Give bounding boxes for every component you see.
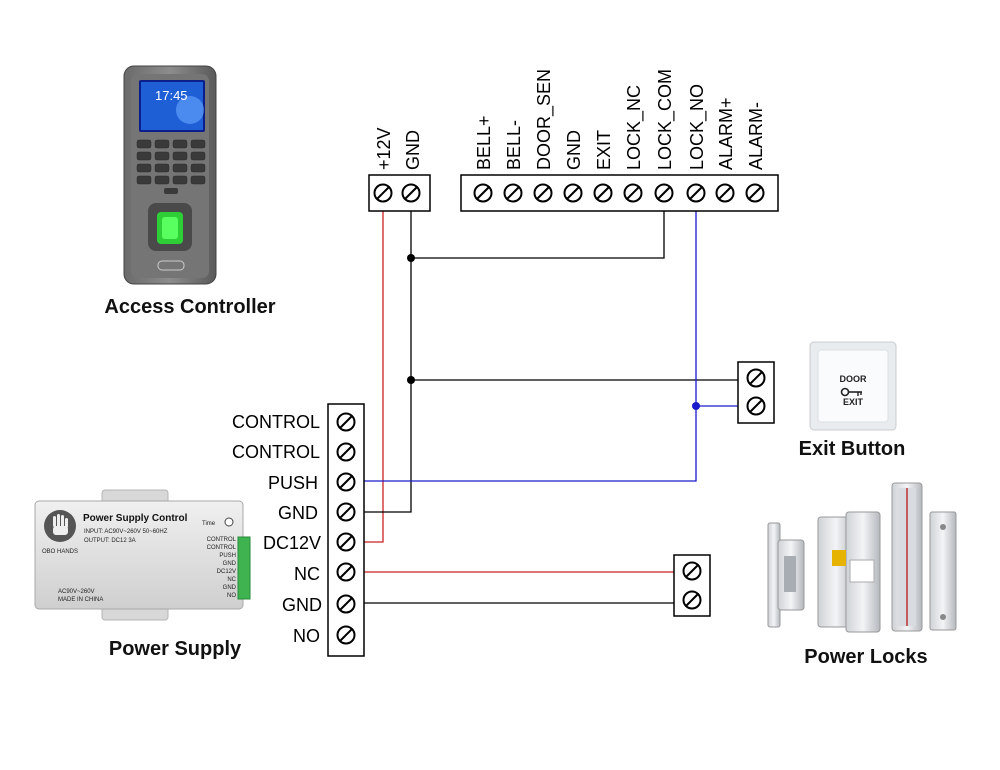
- psu-side-label: GND: [223, 561, 237, 567]
- psu-label-gnd: GND: [278, 503, 318, 523]
- terminal-screw: [746, 368, 766, 388]
- terminal-label-exit: EXIT: [594, 130, 614, 170]
- junction-dot: [407, 254, 415, 262]
- controller-keypad: [136, 139, 206, 185]
- terminal-screw: [682, 561, 702, 581]
- power-supply-terminal-block: CONTROL CONTROL PUSH GND DC12V NC GND NO: [232, 403, 365, 657]
- terminal-screw: [593, 183, 613, 203]
- psu-side-label: GND: [223, 585, 237, 591]
- terminal-screw: [336, 562, 356, 582]
- terminal-screw: [503, 183, 523, 203]
- psu-output-spec: OUTPUT: DC12 3A: [84, 538, 136, 544]
- terminal-screw: [373, 183, 393, 203]
- terminal-screw: [563, 183, 583, 203]
- junction-dot: [692, 402, 700, 410]
- terminal-label-gnd: GND: [403, 130, 423, 170]
- psu-side-label: NO: [227, 593, 236, 599]
- power-supply-device: OBO HANDS Power Supply Control INPUT: AC…: [34, 489, 251, 621]
- psu-side-label: PUSH: [219, 553, 236, 559]
- junction-dot: [407, 376, 415, 384]
- terminal-screw: [336, 472, 356, 492]
- terminal-screw: [745, 183, 765, 203]
- terminal-screw: [336, 412, 356, 432]
- terminal-label-alarm-minus: ALARM-: [746, 102, 766, 170]
- wires: [363, 196, 740, 604]
- exit-button-device: DOOR EXIT: [809, 341, 897, 431]
- exit-button-exit-text: EXIT: [843, 397, 864, 407]
- power-supply-caption: Power Supply: [109, 638, 242, 660]
- exit-button-terminal-block: [737, 361, 775, 424]
- power-locks-device: [767, 482, 957, 633]
- controller-signal-terminal-block: BELL+ BELL- DOOR_SEN GND EXIT LOCK_NC LO…: [460, 69, 779, 212]
- controller-power-terminal-block: +12V GND: [368, 127, 431, 212]
- terminal-screw: [623, 183, 643, 203]
- terminal-screw: [686, 183, 706, 203]
- black-wire-lock-com: [411, 196, 665, 259]
- terminal-screw: [336, 502, 356, 522]
- exit-button-caption: Exit Button: [799, 438, 906, 460]
- psu-device-title: Power Supply Control: [83, 513, 188, 524]
- terminal-label-door-sen: DOOR_SEN: [534, 69, 555, 170]
- exit-button-door-text: DOOR: [840, 374, 868, 384]
- terminal-screw: [746, 396, 766, 416]
- access-controller-device: 17:45: [123, 65, 217, 285]
- terminal-label-gnd: GND: [564, 130, 584, 170]
- terminal-screw: [336, 625, 356, 645]
- terminal-label-lock-nc: LOCK_NC: [624, 85, 645, 170]
- psu-time-label: Time: [202, 521, 216, 527]
- psu-side-label: DC12V: [217, 569, 236, 575]
- psu-label-push: PUSH: [268, 473, 318, 493]
- terminal-label-bell-plus: BELL+: [474, 115, 494, 170]
- psu-label-no: NO: [293, 626, 320, 646]
- terminal-label-12v: +12V: [374, 127, 394, 170]
- terminal-screw: [654, 183, 674, 203]
- lock-terminal-block: [673, 554, 711, 617]
- psu-label-control-1: CONTROL: [232, 412, 320, 432]
- key-icon: [840, 387, 862, 397]
- psu-side-label: CONTROL: [207, 545, 237, 551]
- terminal-screw: [336, 442, 356, 462]
- time-knob-icon: [224, 517, 234, 527]
- terminal-label-alarm-plus: ALARM+: [716, 97, 736, 170]
- red-wire-12v: [363, 196, 384, 543]
- psu-input-spec: INPUT: AC90V~260V 50~60HZ: [84, 529, 168, 535]
- psu-side-label: NC: [227, 577, 236, 583]
- psu-made-in: MADE IN CHINA: [58, 597, 103, 603]
- power-locks-caption: Power Locks: [804, 646, 927, 668]
- psu-label-gnd-2: GND: [282, 595, 322, 615]
- black-wire-gnd: [363, 196, 412, 513]
- blue-wire-lock-no: [695, 196, 740, 407]
- screen-time: 17:45: [155, 88, 188, 103]
- psu-ac-label: AC90V~260V: [58, 589, 95, 595]
- terminal-screw: [336, 594, 356, 614]
- terminal-screw: [336, 532, 356, 552]
- hand-logo-icon: [44, 510, 76, 542]
- psu-label-control-2: CONTROL: [232, 442, 320, 462]
- psu-label-nc: NC: [294, 564, 320, 584]
- terminal-label-lock-no: LOCK_NO: [687, 84, 708, 170]
- psu-side-label: CONTROL: [207, 537, 237, 543]
- terminal-screw: [533, 183, 553, 203]
- terminal-screw: [401, 183, 421, 203]
- terminal-screw: [682, 590, 702, 610]
- terminal-label-bell-minus: BELL-: [504, 120, 524, 170]
- psu-brand: OBO HANDS: [42, 549, 78, 555]
- terminal-label-lock-com: LOCK_COM: [655, 69, 676, 170]
- blue-wire-push: [363, 406, 697, 482]
- terminal-screw: [715, 183, 735, 203]
- psu-label-dc12v: DC12V: [263, 533, 321, 553]
- access-controller-caption: Access Controller: [104, 296, 275, 318]
- terminal-screw: [473, 183, 493, 203]
